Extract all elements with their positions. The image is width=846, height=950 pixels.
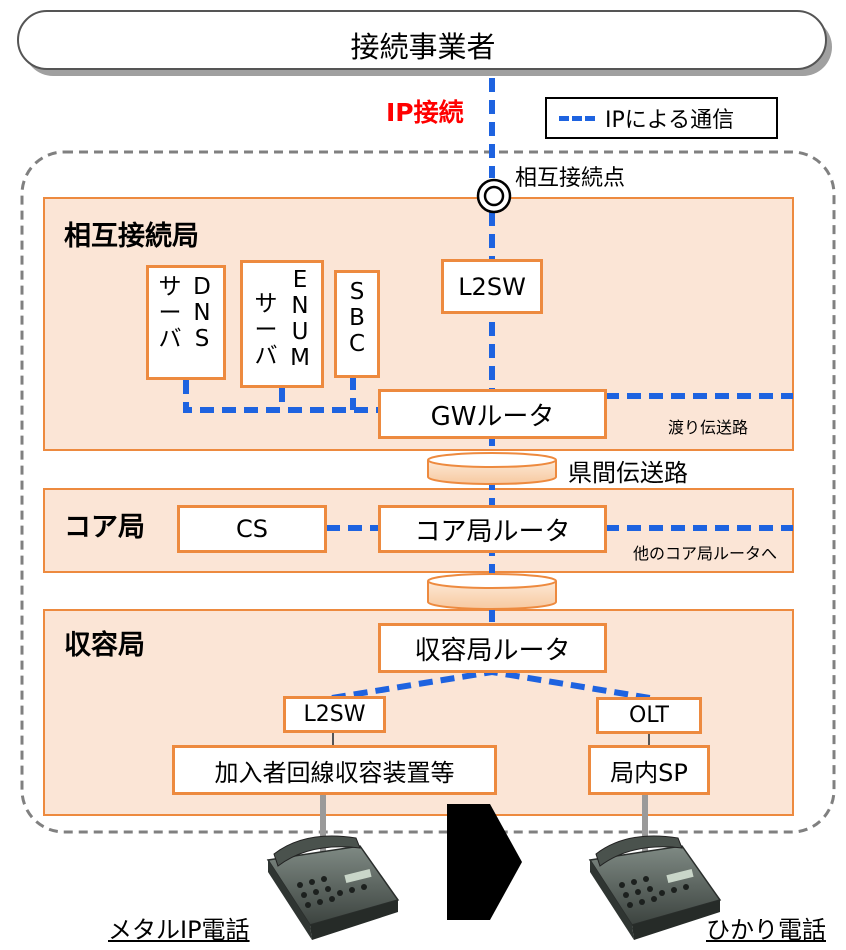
metal-ip-phone-label: メタルIP電話 (108, 916, 250, 944)
legend: IPによる通信 (545, 97, 778, 139)
core-access-cylinder (427, 573, 557, 610)
fiber-phone-icon (588, 835, 722, 940)
interconnect-point-inner (483, 185, 505, 207)
enum-server-label-1: サ ー バ (254, 291, 278, 369)
to-other-core-label: 他のコア局ルータへ (633, 544, 778, 563)
ip-link-dns (183, 380, 380, 413)
metal-phone-icon (266, 835, 400, 940)
core-office-label: コア局 (64, 512, 145, 543)
ip-connection-label: IP接続 (386, 98, 464, 127)
l2sw-bottom-box: L2SW (283, 696, 386, 733)
access-office-label: 収容局 (64, 630, 145, 661)
access-router-box: 収容局ルータ (378, 623, 607, 673)
legend-label: IPによる通信 (605, 108, 735, 133)
sbc-box: S B C (334, 270, 380, 378)
local-sp-box: 局内SP (588, 745, 710, 795)
carrier-pill (17, 10, 827, 70)
sbc-label: S B C (348, 279, 366, 357)
enum-server-box: サ ー バ E N U M (240, 260, 324, 388)
olt-box: OLT (596, 697, 702, 734)
gw-router-box: GWルータ (378, 389, 607, 439)
inter-prefecture-label: 県間伝送路 (568, 459, 688, 487)
crossover-link-label: 渡り伝送路 (668, 418, 749, 437)
inter-prefecture-cylinder (427, 452, 557, 485)
interconnect-office-label: 相互接続局 (64, 221, 199, 252)
subscriber-equipment-box: 加入者回線収容装置等 (172, 745, 497, 795)
core-router-box: コア局ルータ (378, 505, 607, 553)
dns-server-box: サ ー バ D N S (146, 265, 226, 380)
migration-arrow (447, 804, 522, 920)
legend-dash-icon (559, 115, 595, 121)
interconnect-point-label: 相互接続点 (515, 166, 626, 191)
dns-server-label-1: サ ー バ (158, 274, 182, 352)
l2sw-top-box: L2SW (441, 259, 543, 314)
dns-server-label-2: D N S (193, 274, 211, 352)
network-boundary (20, 150, 836, 834)
cs-box: CS (177, 505, 327, 553)
carrier-label: 接続事業者 (350, 30, 496, 64)
fiber-phone-label: ひかり電話 (706, 916, 826, 944)
enum-server-label-2: E N U M (290, 267, 310, 371)
